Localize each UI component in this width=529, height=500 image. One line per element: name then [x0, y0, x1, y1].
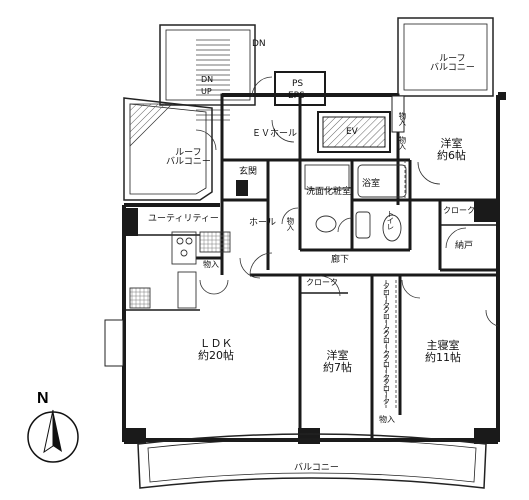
storage-small-label: 物入 — [379, 415, 395, 424]
nando-label: 納戸 — [455, 241, 474, 251]
hall-label: ホール — [249, 218, 277, 228]
columns — [124, 92, 506, 444]
master-bedroom-label: 主寝室 約11帖 — [425, 340, 461, 363]
storage-kitchen-label: 物入 — [203, 260, 219, 269]
roof-balcony-ne-label-1: ルーフ — [439, 54, 466, 64]
master-bedroom-label-2: 約11帖 — [425, 350, 461, 364]
up-stair-label: UP — [201, 87, 212, 96]
windows — [104, 95, 405, 367]
closet-mid-label: クローク — [306, 278, 338, 287]
toilet-label: トイレ — [385, 210, 395, 230]
closet-ne-label: クローク — [443, 206, 475, 215]
closet-v4-label: クローク — [381, 354, 391, 380]
ps-label: PS — [292, 79, 304, 89]
corridor-label: 廊下 — [331, 255, 350, 265]
ev-hall-label: ＥＶホール — [252, 129, 298, 139]
bath-fixtures — [304, 164, 407, 242]
kitchen-fixtures — [129, 231, 231, 309]
dn-top-label: DN — [252, 39, 266, 49]
western-room-ne-label: 洋室 約6帖 — [437, 138, 466, 161]
roof-balcony-w-label-2: バルコニー — [166, 157, 211, 168]
ev-label: EV — [346, 127, 358, 137]
compass — [27, 409, 79, 463]
western-room-ne-label-2: 約6帖 — [437, 148, 466, 162]
ldk-label-1: ＬＤＫ — [199, 337, 233, 350]
ldk-label-2: 約20帖 — [198, 348, 234, 362]
western-room-mid-label: 洋室 約7帖 — [323, 350, 352, 373]
closet-v1-label: クローク — [381, 282, 391, 308]
stair-steps — [196, 39, 230, 121]
western-room-mid-label-2: 約7帖 — [323, 360, 352, 374]
balcony-south — [137, 433, 487, 489]
eps-label: EPS — [288, 91, 305, 101]
door-swings — [195, 76, 499, 327]
storage-ne-2-label: 物入 — [397, 136, 407, 149]
dn-stair-label: DN — [201, 75, 214, 84]
closet-v2-label: クローク — [381, 306, 391, 332]
western-room-mid-label-1: 洋室 — [326, 349, 349, 362]
western-room-ne-label-1: 洋室 — [440, 137, 463, 150]
ldk-label: ＬＤＫ 約20帖 — [198, 338, 234, 361]
storage-hall-label: 物入 — [285, 217, 295, 230]
bathroom-label: 浴室 — [362, 179, 381, 189]
roof-balcony-w-label: ルーフ バルコニー — [166, 148, 211, 168]
balcony-label: バルコニー — [294, 463, 339, 473]
interior-walls — [124, 71, 498, 440]
washroom-label: 洗面化粧室 — [306, 187, 352, 197]
utility-label: ユーティリティー — [148, 214, 219, 224]
north-label: N — [37, 390, 49, 407]
closet-v3-label: クローク — [381, 330, 391, 356]
roof-balcony-ne-label-2: バルコニー — [430, 63, 475, 74]
closet-v5-label: クローク — [381, 378, 391, 404]
master-bedroom-label-1: 主寝室 — [426, 339, 460, 352]
roof-balcony-w-label-1: ルーフ — [175, 148, 202, 158]
entrance-label: 玄関 — [239, 167, 258, 177]
roof-balcony-ne — [397, 17, 494, 97]
roof-balcony-w — [123, 97, 213, 201]
roof-balcony-ne-label: ルーフ バルコニー — [430, 54, 475, 74]
storage-ne-1-label: 物入 — [397, 112, 407, 125]
